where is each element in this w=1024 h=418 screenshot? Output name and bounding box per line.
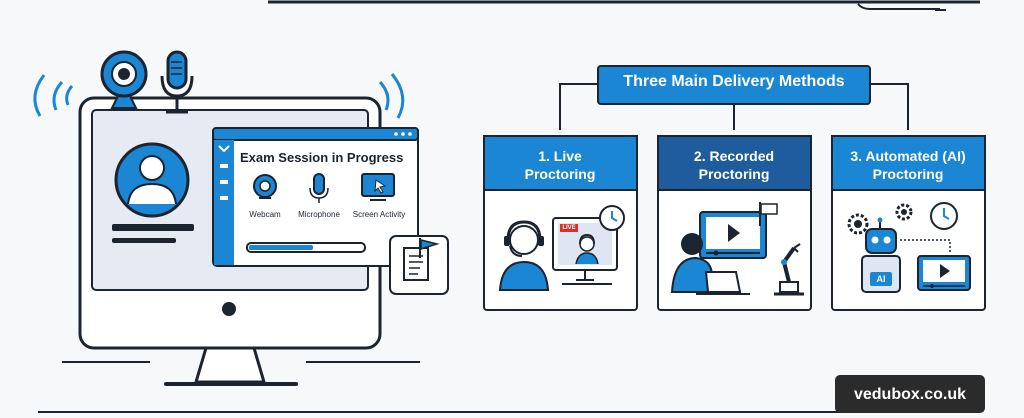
- diagram-root-title: Three Main Delivery Methods: [623, 73, 845, 90]
- screen-activity-icon: [361, 173, 395, 201]
- signal-wave-left-outer: [52, 80, 64, 111]
- card-live: [483, 135, 638, 311]
- top-frame-corner: [857, 3, 940, 10]
- method-2-line-2: Proctoring: [698, 166, 770, 182]
- chevron-down-icon: [218, 145, 230, 153]
- signal-wave-left-inner: [65, 85, 74, 106]
- signal-wave-right-outer: [390, 73, 405, 119]
- document-flag-icon: [389, 235, 449, 295]
- ai-robot-icon: [847, 202, 971, 293]
- live-badge-text: LIVE: [562, 225, 576, 231]
- method-1-title: 1. Live Proctoring: [485, 147, 635, 183]
- ai-badge: [870, 272, 892, 286]
- live-proctor-icon: [498, 205, 625, 291]
- method-1-line-1: 1. Live: [538, 148, 582, 164]
- profile-line-1: [112, 224, 194, 231]
- card-ai: [831, 135, 986, 311]
- exam-session-window: [212, 127, 419, 267]
- window-sidebar: [214, 140, 234, 265]
- method-3-line-2: Proctoring: [872, 166, 944, 182]
- method-3-line-1: 3. Automated (AI): [850, 148, 966, 164]
- device-label-microphone: Microphone: [298, 210, 340, 219]
- progress-fill: [249, 245, 313, 250]
- method-2-line-1: 2. Recorded: [693, 148, 775, 164]
- webcam-icon: [253, 174, 277, 199]
- method-1-line-2: Proctoring: [524, 166, 596, 182]
- session-title: Exam Session in Progress: [240, 150, 404, 165]
- root-node: [597, 65, 871, 105]
- connectors: [559, 83, 909, 130]
- top-microphone-icon: [160, 50, 194, 114]
- brand-badge: [835, 375, 985, 413]
- user-avatar-icon: [114, 142, 190, 218]
- live-badge: [560, 224, 578, 232]
- signal-wave-left-far: [33, 74, 46, 117]
- device-label-screen-activity: Screen Activity: [352, 210, 406, 219]
- monitor-neck: [193, 346, 267, 384]
- microphone-icon: [309, 173, 329, 203]
- device-label-webcam: Webcam: [249, 210, 281, 219]
- profile-line-2: [112, 238, 176, 243]
- method-3-title: 3. Automated (AI) Proctoring: [833, 147, 983, 183]
- top-webcam-icon: [100, 50, 148, 109]
- power-button: [222, 302, 236, 316]
- method-2-title: 2. Recorded Proctoring: [659, 147, 809, 183]
- ai-badge-text: AI: [876, 274, 886, 284]
- recorded-proctor-icon: [670, 202, 804, 296]
- brand-watermark: vedubox.co.uk: [853, 386, 967, 403]
- signal-wave-right-inner: [378, 80, 390, 111]
- card-recorded: [657, 135, 812, 311]
